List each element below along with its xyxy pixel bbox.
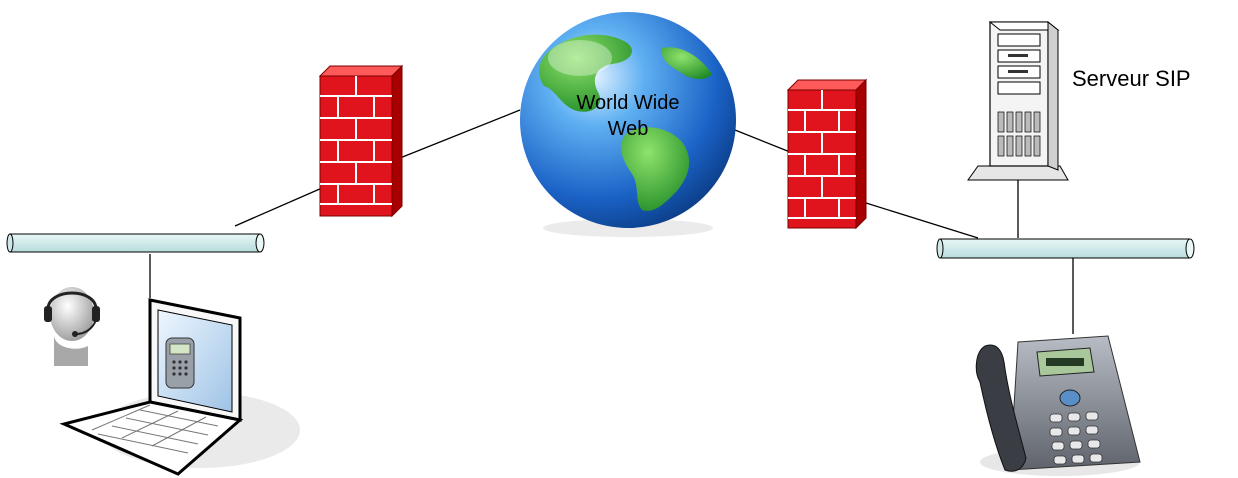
link-globe-firewall-right (735, 130, 790, 152)
firewall-icon (320, 66, 402, 216)
firewall-icon (788, 80, 866, 228)
internet-label-line1: World Wide (548, 90, 708, 116)
laptop-icon (64, 300, 300, 474)
internet-label-line2: Web (548, 116, 708, 142)
sip-server-label: Serveur SIP (1072, 66, 1191, 92)
link-firewall-globe-left (400, 110, 520, 158)
ip-phone-icon (976, 336, 1140, 476)
link-firewall-lan-right (866, 203, 978, 238)
lan-segment-right (937, 239, 1194, 258)
lan-segment-left (7, 234, 264, 252)
internet-label: World Wide Web (548, 90, 708, 142)
headset-user-icon (44, 287, 100, 366)
server-tower-icon (968, 22, 1068, 180)
link-lan-left-firewall (235, 188, 322, 226)
